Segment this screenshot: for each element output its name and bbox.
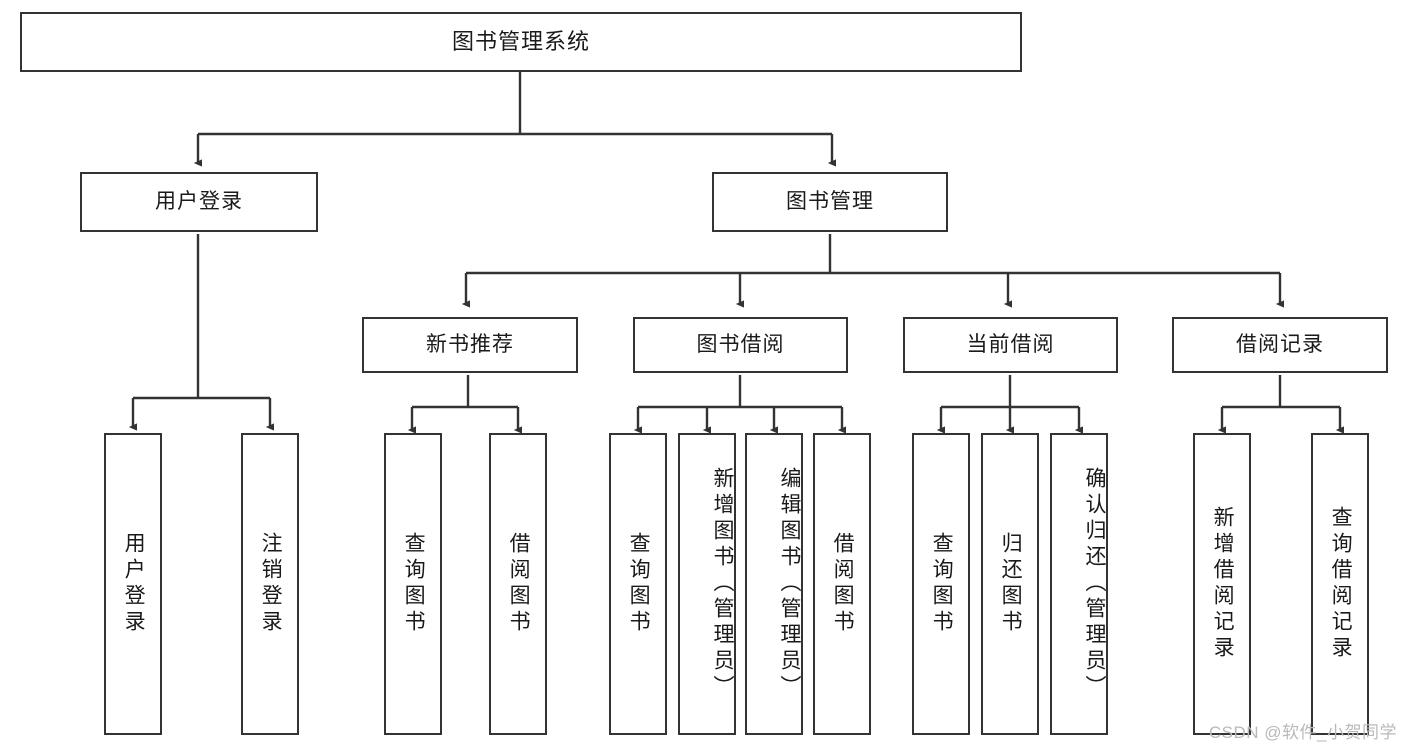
node-leaf-edit-book-admin[interactable]: 编辑图书（管理员） xyxy=(745,433,803,735)
node-leaf-add-book-admin-label: 新增图书（管理员） xyxy=(711,467,734,701)
node-root-book-management-system[interactable]: 图书管理系统 xyxy=(20,12,1022,72)
node-leaf-add-book-admin[interactable]: 新增图书（管理员） xyxy=(678,433,736,735)
node-leaf-add-borrow-record[interactable]: 新增借阅记录 xyxy=(1193,433,1251,735)
node-leaf-query-book-current[interactable]: 查询图书 xyxy=(912,433,970,735)
node-leaf-logout[interactable]: 注销登录 xyxy=(241,433,299,735)
node-leaf-confirm-return-admin-label: 确认归还（管理员） xyxy=(1083,467,1106,701)
node-leaf-query-book-borrow-label: 查询图书 xyxy=(627,532,651,636)
node-leaf-confirm-return-admin[interactable]: 确认归还（管理员） xyxy=(1050,433,1108,735)
node-leaf-logout-label: 注销登录 xyxy=(259,532,283,636)
node-leaf-query-book-current-label: 查询图书 xyxy=(930,532,954,636)
node-borrow-record[interactable]: 借阅记录 xyxy=(1172,317,1388,373)
node-leaf-query-book-recommend[interactable]: 查询图书 xyxy=(384,433,442,735)
node-leaf-return-book-label: 归还图书 xyxy=(999,532,1023,636)
node-user-login[interactable]: 用户登录 xyxy=(80,172,318,232)
node-leaf-borrow-book-recommend-label: 借阅图书 xyxy=(507,532,531,636)
node-leaf-return-book[interactable]: 归还图书 xyxy=(981,433,1039,735)
node-new-book-recommend[interactable]: 新书推荐 xyxy=(362,317,578,373)
node-leaf-borrow-book-recommend[interactable]: 借阅图书 xyxy=(489,433,547,735)
node-leaf-borrow-book-borrow-label: 借阅图书 xyxy=(831,532,855,636)
node-current-borrow[interactable]: 当前借阅 xyxy=(903,317,1118,373)
node-leaf-query-book-borrow[interactable]: 查询图书 xyxy=(609,433,667,735)
node-leaf-add-borrow-record-label: 新增借阅记录 xyxy=(1211,506,1235,662)
node-leaf-query-borrow-record-label: 查询借阅记录 xyxy=(1329,506,1353,662)
node-current-borrow-label: 当前借阅 xyxy=(966,333,1055,357)
node-new-book-recommend-label: 新书推荐 xyxy=(426,333,514,357)
node-leaf-user-login-label: 用户登录 xyxy=(122,532,146,636)
node-root-label: 图书管理系统 xyxy=(451,28,590,54)
node-book-borrow-label: 图书借阅 xyxy=(696,333,785,357)
node-book-management[interactable]: 图书管理 xyxy=(712,172,948,232)
node-book-borrow[interactable]: 图书借阅 xyxy=(633,317,848,373)
node-leaf-query-borrow-record[interactable]: 查询借阅记录 xyxy=(1311,433,1369,735)
node-leaf-borrow-book-borrow[interactable]: 借阅图书 xyxy=(813,433,871,735)
node-leaf-edit-book-admin-label: 编辑图书（管理员） xyxy=(778,467,801,701)
node-book-management-label: 图书管理 xyxy=(786,190,874,214)
node-leaf-user-login[interactable]: 用户登录 xyxy=(104,433,162,735)
node-borrow-record-label: 借阅记录 xyxy=(1236,333,1324,357)
node-user-login-label: 用户登录 xyxy=(155,190,243,214)
csdn-watermark: CSDN @软件_小贺同学 xyxy=(1208,723,1397,742)
node-leaf-query-book-recommend-label: 查询图书 xyxy=(402,532,426,636)
